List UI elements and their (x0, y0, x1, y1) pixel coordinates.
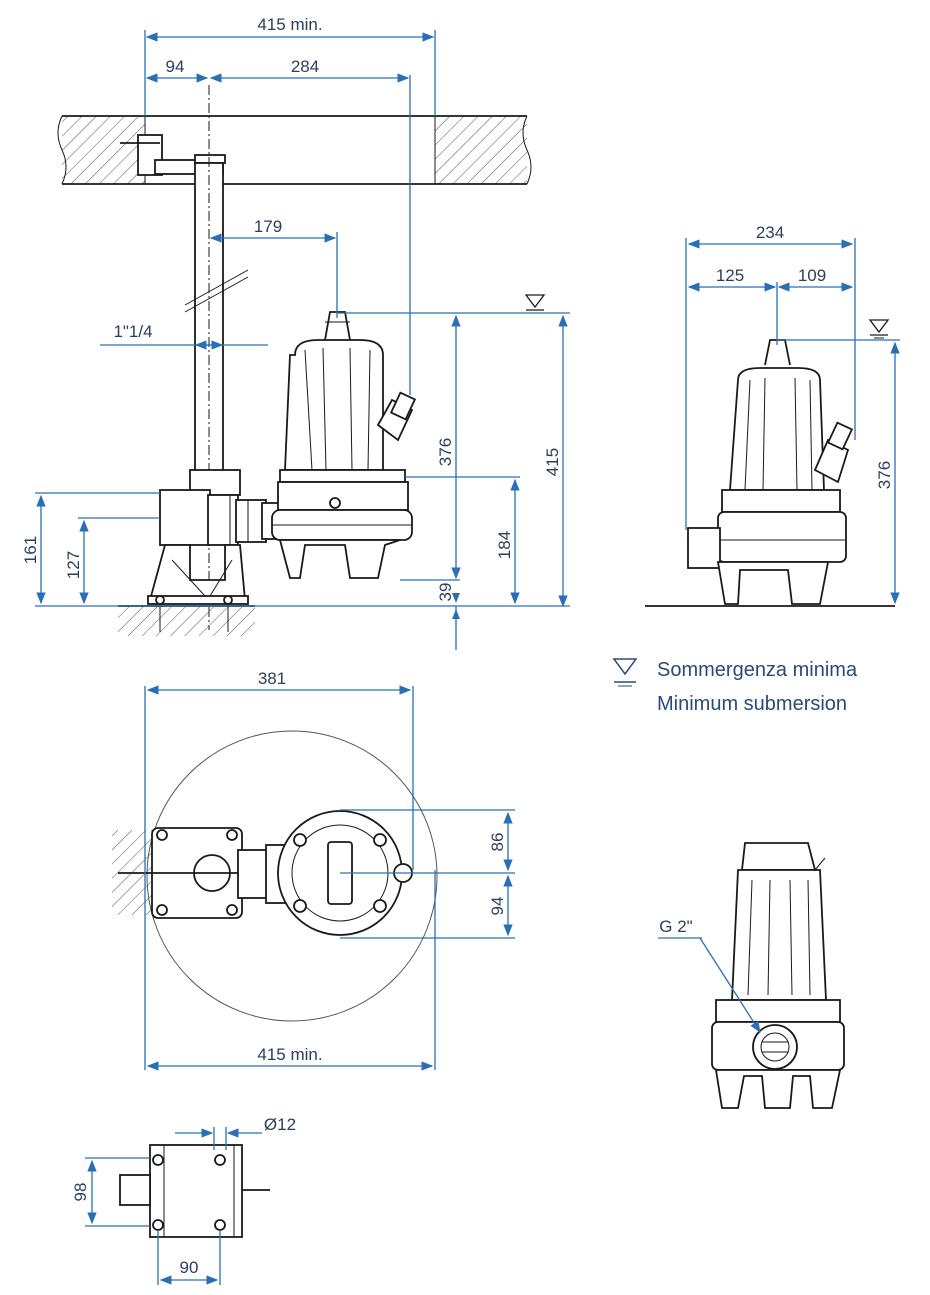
front-view (645, 238, 900, 607)
plan-dimensions (144, 685, 515, 1071)
pump-body-side (271, 311, 417, 579)
dim-outlet-thread: G 2" (659, 917, 692, 936)
plan-coupling (118, 827, 287, 919)
side-dimensions (35, 30, 570, 650)
dim-front-376: 376 (875, 461, 894, 489)
dim-bracket-hole: Ø12 (264, 1115, 296, 1134)
side-view (35, 30, 570, 650)
dim-bracket-90: 90 (180, 1258, 199, 1277)
dim-pipe-to-handle: 179 (254, 217, 282, 236)
submersion-marker-side (524, 294, 546, 314)
dim-height-415: 415 (543, 448, 562, 476)
submersion-symbol (612, 658, 638, 687)
dim-front-234: 234 (756, 223, 784, 242)
dim-plan-86: 86 (488, 833, 507, 852)
dim-height-376-side: 376 (436, 438, 455, 466)
dim-offset-39: 39 (436, 583, 455, 602)
discharge-coupling (159, 469, 281, 546)
dim-outlet-184: 184 (495, 531, 514, 559)
dim-offset-284: 284 (291, 57, 319, 76)
dim-base-161: 161 (21, 536, 40, 564)
dim-plan-415: 415 min. (257, 1045, 322, 1064)
dim-base-127: 127 (64, 551, 83, 579)
pump-body-front (687, 339, 854, 605)
dim-overall-width-top: 415 min. (257, 15, 322, 34)
base-foot (118, 544, 255, 636)
legend-line-italian: Sommergenza minima (657, 659, 858, 681)
dim-offset-94: 94 (166, 57, 185, 76)
bracket-view (85, 1127, 270, 1285)
dim-plan-94: 94 (488, 897, 507, 916)
outlet-view (658, 842, 845, 1109)
dim-pipe-size: 1"1/4 (113, 322, 152, 341)
bracket-dimensions (85, 1127, 262, 1285)
legend (612, 658, 638, 687)
dim-front-125: 125 (716, 266, 744, 285)
plan-view (112, 685, 515, 1071)
ceiling-slab (57, 115, 532, 185)
dim-front-109: 109 (798, 266, 826, 285)
dim-plan-381: 381 (258, 669, 286, 688)
legend-line-english: Minimum submersion (657, 693, 847, 715)
submersion-marker-front (868, 319, 890, 339)
front-dimensions (685, 238, 900, 605)
dim-bracket-98: 98 (71, 1183, 90, 1202)
